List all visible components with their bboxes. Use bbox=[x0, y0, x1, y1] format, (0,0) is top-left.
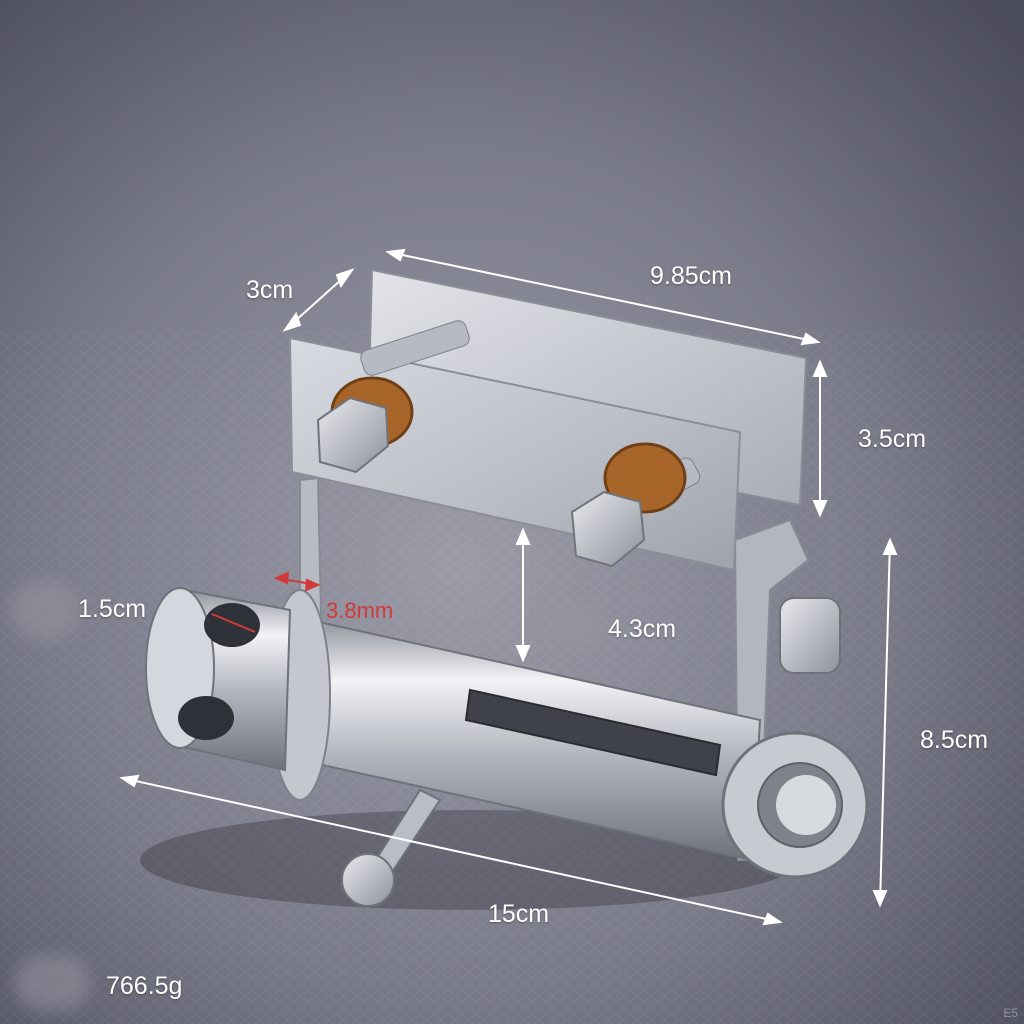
pin-hole-upper bbox=[204, 603, 260, 647]
dimension-arrow-icon bbox=[335, 268, 355, 289]
hex-bolt-left bbox=[316, 396, 390, 474]
dimension-arrow-icon bbox=[800, 332, 821, 346]
dimension-arrow-icon bbox=[119, 774, 140, 788]
dimension-arrow-icon bbox=[515, 645, 531, 663]
watermark: E5 bbox=[1003, 1006, 1018, 1020]
weight-label: 766.5g bbox=[106, 972, 183, 1000]
blur-patch bbox=[10, 580, 80, 640]
blur-patch bbox=[545, 605, 605, 650]
pin-hole-lower bbox=[178, 696, 234, 740]
dimension-arrow-icon bbox=[515, 527, 531, 545]
dimension-arrow-icon bbox=[387, 251, 819, 343]
handle-lever bbox=[341, 788, 442, 907]
dimension-arrow-icon bbox=[121, 777, 781, 923]
dimension-arrow-icon bbox=[872, 890, 888, 908]
tube-diameter-label: 1.5cm bbox=[78, 595, 147, 623]
threaded-rod-left bbox=[360, 320, 470, 376]
plate-height-label: 3.5cm bbox=[858, 425, 927, 453]
tube-slot bbox=[464, 688, 722, 777]
plate-thickness-label: 3.8mm bbox=[326, 598, 394, 623]
total-height-label: 8.5cm bbox=[920, 726, 989, 754]
dimension-arrow-icon bbox=[812, 359, 828, 377]
blur-patch bbox=[15, 955, 90, 1010]
washer-right bbox=[603, 442, 687, 514]
dimension-lines bbox=[119, 248, 898, 926]
thickness-marker bbox=[211, 571, 321, 633]
dimension-arrow-icon bbox=[882, 537, 898, 555]
dimension-arrow-icon bbox=[385, 248, 406, 262]
clearance-label: 4.3cm bbox=[608, 615, 677, 643]
width-label: 9.85cm bbox=[650, 262, 732, 290]
depth-label: 3cm bbox=[246, 276, 294, 304]
dimension-arrow-icon bbox=[282, 311, 302, 332]
side-bolt bbox=[779, 597, 841, 674]
length-label: 15cm bbox=[488, 900, 550, 928]
dimension-arrow-icon bbox=[879, 539, 891, 906]
handle-knob bbox=[341, 853, 395, 907]
ratchet-gear bbox=[721, 731, 869, 879]
hex-bolt-right bbox=[570, 490, 646, 568]
pin-sleeve bbox=[145, 587, 292, 772]
dimension-arrow-icon bbox=[762, 912, 783, 926]
dimension-arrow-icon bbox=[812, 500, 828, 518]
